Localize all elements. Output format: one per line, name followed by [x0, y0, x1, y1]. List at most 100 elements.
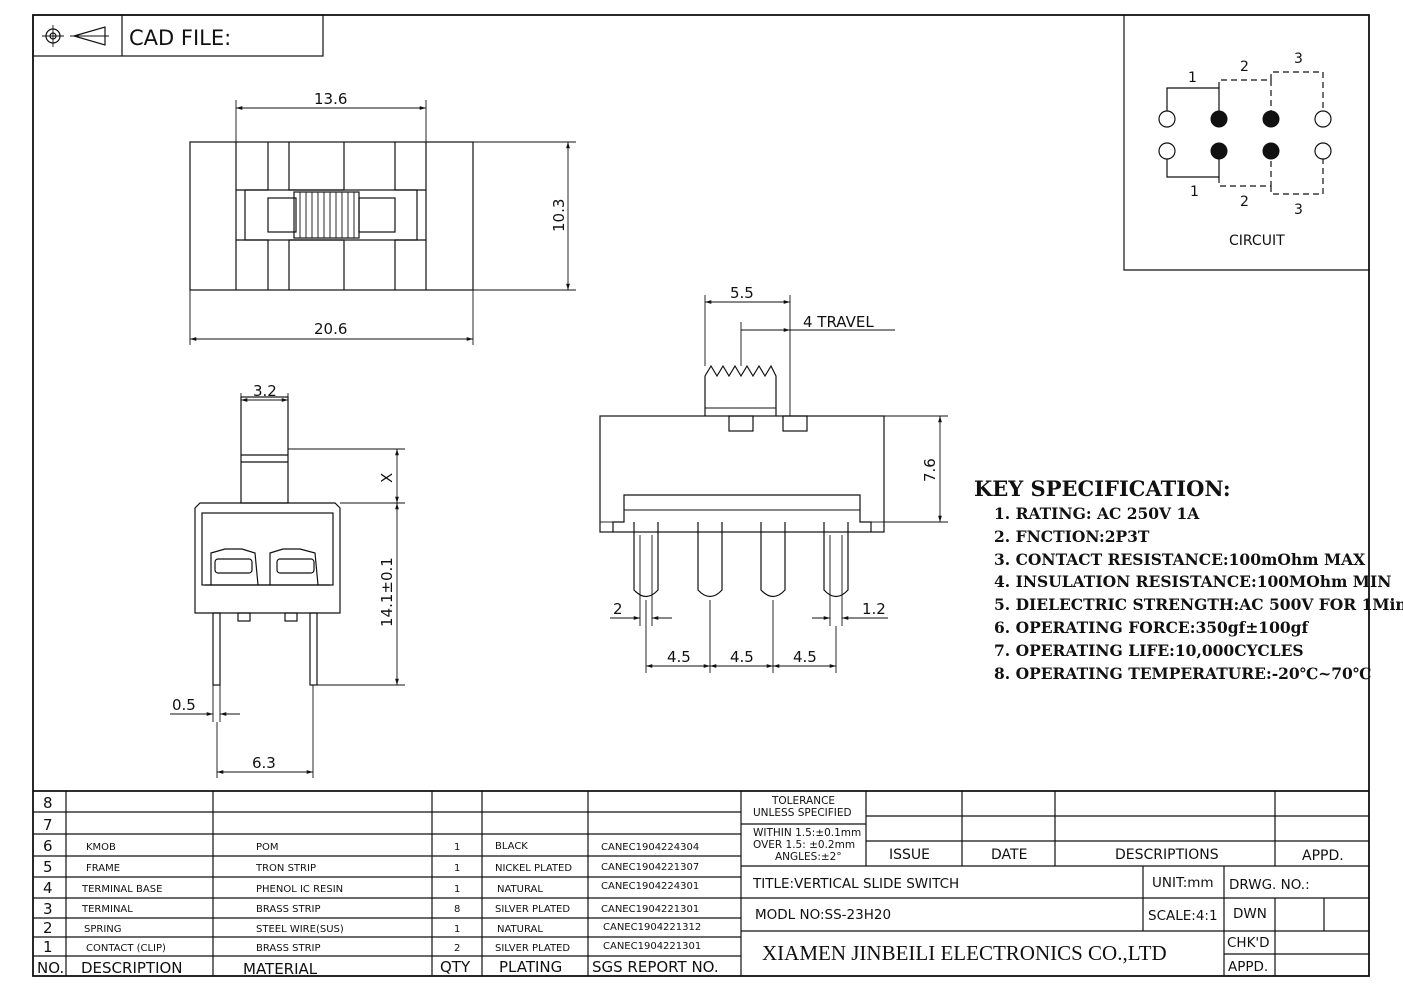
bom-material-3: BRASS STRIP: [256, 904, 321, 915]
dim-14-1: 14.1±0.1: [378, 557, 396, 627]
spec-item-7: 7. OPERATING LIFE:10,000CYCLES: [994, 641, 1304, 660]
dim-2: 2: [613, 600, 623, 618]
bom-qty-5: 1: [454, 863, 460, 874]
header-box: CAD FILE:: [32, 14, 324, 57]
bom-desc-3: TERMINAL: [81, 904, 133, 915]
bom-no-8: 8: [43, 794, 53, 812]
dim-10-3: 10.3: [550, 199, 568, 232]
spec-item-1: 1. RATING: AC 250V 1A: [994, 504, 1200, 523]
title-block: TOLERANCE UNLESS SPECIFIED WITHIN 1.5:±0…: [741, 791, 1369, 976]
tolerance-line-2: UNLESS SPECIFIED: [753, 807, 852, 819]
bom-no-4: 4: [43, 879, 53, 897]
company-name: XIAMEN JINBEILI ELECTRONICS CO.,LTD: [762, 941, 1167, 965]
bom-material-1: BRASS STRIP: [256, 943, 321, 954]
descriptions-label: DESCRIPTIONS: [1115, 847, 1219, 863]
bom-no-5: 5: [43, 858, 53, 876]
top-view: 13.6 20.6 10.3: [189, 90, 576, 345]
bom-header-plating: PLATING: [499, 958, 562, 976]
tolerance-line-1: TOLERANCE: [771, 795, 835, 807]
spec-item-3: 3. CONTACT RESISTANCE:100mOhm MAX: [994, 550, 1366, 569]
bom-plating-5: NICKEL PLATED: [495, 863, 572, 874]
projection-symbol-icon: [42, 25, 109, 47]
front-view: 5.5 4 TRAVEL 7.6 2 1.2 4.5 4.5 4.5: [599, 284, 948, 673]
spec-item-6: 6. OPERATING FORCE:350gf±100gf: [994, 618, 1309, 637]
bom-desc-4: TERMINAL BASE: [81, 884, 162, 895]
bom-no-6: 6: [43, 837, 53, 855]
bom-sgs-5: CANEC1904221307: [601, 862, 699, 873]
circuit-label: CIRCUIT: [1229, 233, 1285, 249]
cad-file-label: CAD FILE:: [129, 26, 231, 50]
circuit-bottom-3: 3: [1294, 202, 1303, 218]
bom-header-desc: DESCRIPTION: [81, 959, 183, 977]
tolerance-line-3: WITHIN 1.5:±0.1mm: [753, 827, 861, 839]
bom-header-material: MATERIAL: [243, 960, 318, 978]
appd-label: APPD.: [1302, 848, 1344, 864]
bom-qty-1: 2: [454, 943, 460, 954]
spec-item-8: 8. OPERATING TEMPERATURE:-20℃~70℃: [994, 664, 1371, 683]
model-no: MODL NO:SS-23H20: [755, 907, 891, 923]
date-label: DATE: [991, 847, 1027, 863]
spec-item-2: 2. FNCTION:2P3T: [994, 527, 1150, 546]
bom-no-2: 2: [43, 919, 53, 937]
bom-plating-6: BLACK: [495, 841, 528, 852]
bom-desc-5: FRAME: [86, 863, 120, 874]
bom-plating-3: SILVER PLATED: [495, 904, 570, 915]
dim-6-3: 6.3: [252, 754, 276, 772]
dim-pitch-3: 4.5: [793, 648, 817, 666]
bom-header-no: NO.: [37, 959, 64, 977]
spec-item-4: 4. INSULATION RESISTANCE:100MOhm MIN: [994, 572, 1391, 591]
bom-table: 8 7 6 5 4 3 2 1 KMOB FRAME TERMINAL BASE…: [33, 790, 1369, 978]
bom-header-sgs: SGS REPORT NO.: [592, 958, 719, 976]
dim-pitch-1: 4.5: [667, 648, 691, 666]
circuit-bottom-1: 1: [1190, 184, 1199, 200]
bom-qty-6: 1: [454, 842, 460, 853]
bom-sgs-1: CANEC1904221301: [603, 941, 701, 952]
unit-label: UNIT:mm: [1152, 875, 1214, 891]
spec-item-5: 5. DIELECTRIC STRENGTH:AC 500V FOR 1Min: [994, 595, 1403, 614]
spec-title: KEY SPECIFICATION:: [974, 476, 1231, 501]
dim-x: X: [378, 473, 396, 483]
drawing-title: TITLE:VERTICAL SLIDE SWITCH: [752, 876, 959, 892]
circuit-top-3: 3: [1294, 51, 1303, 67]
bom-no-1: 1: [43, 938, 53, 956]
bom-no-7: 7: [43, 816, 53, 834]
dim-20-6: 20.6: [314, 320, 347, 338]
bom-desc-1: CONTACT (CLIP): [86, 943, 166, 954]
dim-0-5: 0.5: [172, 696, 196, 714]
bom-sgs-6: CANEC1904224304: [601, 842, 699, 853]
bom-sgs-3: CANEC1904221301: [601, 904, 699, 915]
side-view: 3.2 X 14.1±0.1 0.5 6.3: [170, 382, 405, 778]
scale-label: SCALE:4:1: [1148, 908, 1218, 924]
key-specification: KEY SPECIFICATION: 1. RATING: AC 250V 1A…: [974, 476, 1403, 683]
bom-material-5: TRON STRIP: [255, 863, 316, 874]
bom-sgs-4: CANEC1904224301: [601, 881, 699, 892]
dim-5-5: 5.5: [730, 284, 754, 302]
appd-label-2: APPD.: [1228, 959, 1268, 975]
bom-qty-3: 8: [454, 904, 460, 915]
bom-qty-4: 1: [454, 884, 460, 895]
bom-material-6: POM: [256, 842, 279, 853]
bom-no-3: 3: [43, 900, 53, 918]
circuit-top-2: 2: [1240, 59, 1249, 75]
bom-material-2: STEEL WIRE(SUS): [256, 924, 344, 935]
bom-material-4: PHENOL IC RESIN: [256, 884, 343, 895]
dwn-label: DWN: [1233, 906, 1267, 922]
tolerance-line-5: ANGLES:±2°: [775, 851, 842, 863]
tolerance-line-4: OVER 1.5: ±0.2mm: [753, 839, 855, 851]
dim-travel: 4 TRAVEL: [803, 313, 874, 331]
dim-7-6: 7.6: [921, 458, 939, 482]
drwg-no-label: DRWG. NO.:: [1229, 877, 1310, 893]
bom-desc-2: SPRING: [84, 924, 122, 935]
dim-pitch-2: 4.5: [730, 648, 754, 666]
circuit-bottom-2: 2: [1240, 194, 1249, 210]
chkd-label: CHK'D: [1227, 935, 1270, 951]
issue-label: ISSUE: [889, 847, 930, 863]
bom-sgs-2: CANEC1904221312: [603, 922, 701, 933]
bom-plating-4: NATURAL: [497, 884, 543, 895]
dim-13-6: 13.6: [314, 90, 347, 108]
bom-desc-6: KMOB: [86, 842, 116, 853]
circuit-box: 1 2 3 1 2 3 CIRCUIT: [1123, 15, 1369, 271]
drawing-border: [32, 14, 1370, 977]
bom-plating-2: NATURAL: [497, 924, 543, 935]
